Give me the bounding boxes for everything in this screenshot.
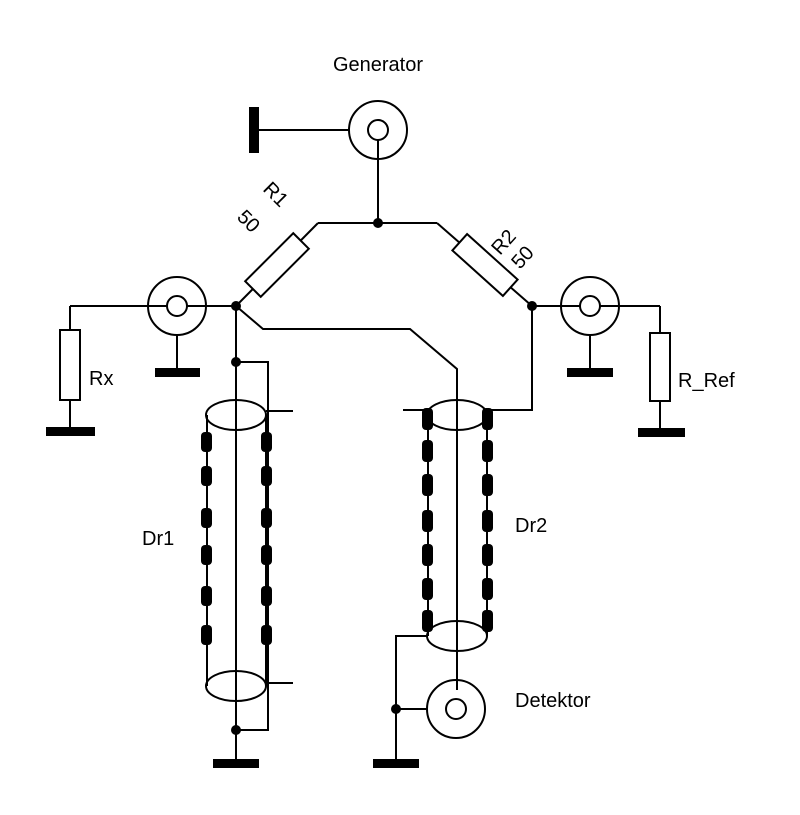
- r2-to-dr2-wire: [488, 306, 533, 411]
- label-r1-name: R1: [258, 178, 292, 212]
- resistor-r-ref: [649, 332, 671, 402]
- rref-connector-ground: [567, 368, 613, 377]
- rx-ground: [46, 427, 95, 436]
- resistor-rx: [59, 329, 81, 401]
- label-r1-value: 50: [232, 206, 263, 237]
- detektor-ground: [373, 759, 419, 768]
- dr2-shield-ground-wire: [395, 635, 428, 760]
- label-detektor: Detektor: [515, 690, 591, 712]
- rref-ground: [638, 428, 685, 437]
- rx-connector-ground: [155, 368, 200, 377]
- label-dr1: Dr1: [142, 528, 174, 550]
- generator-ground: [249, 107, 349, 153]
- label-dr2: Dr2: [515, 515, 547, 537]
- resistor-r1: [243, 231, 311, 299]
- dr1-ground: [213, 759, 259, 768]
- detector-feed-wire: [235, 305, 458, 690]
- choke-dr1: [201, 306, 293, 760]
- choke-dr2: [403, 399, 493, 652]
- resistor-r2: [450, 232, 520, 298]
- label-rx: Rx: [89, 368, 113, 390]
- label-r-ref: R_Ref: [678, 370, 735, 392]
- label-generator: Generator: [333, 54, 423, 76]
